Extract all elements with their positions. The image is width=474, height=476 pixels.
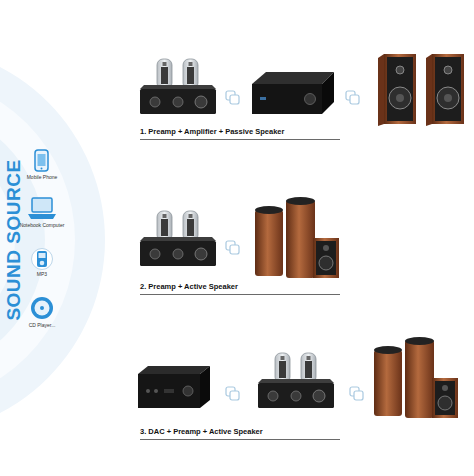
setup-caption: 2. Preamp + Active Speaker (140, 282, 340, 295)
source-item: Mobile Phone (26, 174, 59, 180)
vertical-heading: SOUND SOURCE (4, 159, 23, 320)
link-icon (226, 241, 239, 254)
tube-preamp (140, 211, 216, 266)
cd-player-icon (31, 297, 53, 319)
signal-waves (0, 45, 105, 435)
source-label: CD Player... (28, 322, 57, 328)
setup-caption: 3. DAC + Preamp + Active Speaker (140, 427, 340, 440)
source-item: CD Player... (28, 322, 57, 328)
amplifier (252, 72, 334, 114)
tube-preamp (258, 353, 334, 408)
dac (138, 366, 210, 408)
setup-title: 2. Preamp + Active Speaker (140, 282, 340, 291)
mp3-icon (32, 249, 53, 270)
link-icon (226, 91, 239, 104)
source-label: Mobile Phone (26, 174, 59, 180)
notebook-icon (28, 198, 56, 219)
link-icon (350, 387, 363, 400)
active-speakers (255, 197, 339, 278)
setup-caption: 1. Preamp + Amplifier + Passive Speaker (140, 127, 340, 140)
setup-title: 1. Preamp + Amplifier + Passive Speaker (140, 127, 340, 136)
active-speakers (374, 337, 458, 418)
source-item: Notebook Computer (19, 222, 66, 228)
link-icon (226, 387, 239, 400)
setup-title: 3. DAC + Preamp + Active Speaker (140, 427, 340, 436)
passive-speakers (378, 54, 464, 126)
phone-icon (35, 150, 48, 171)
tube-preamp (140, 59, 216, 114)
source-label: MP3 (36, 271, 49, 277)
link-icon (346, 91, 359, 104)
source-label: Notebook Computer (19, 222, 66, 228)
source-item: MP3 (36, 271, 49, 277)
source-panel: Mobile PhoneNotebook ComputerMP3 CD Playe… (0, 145, 72, 345)
